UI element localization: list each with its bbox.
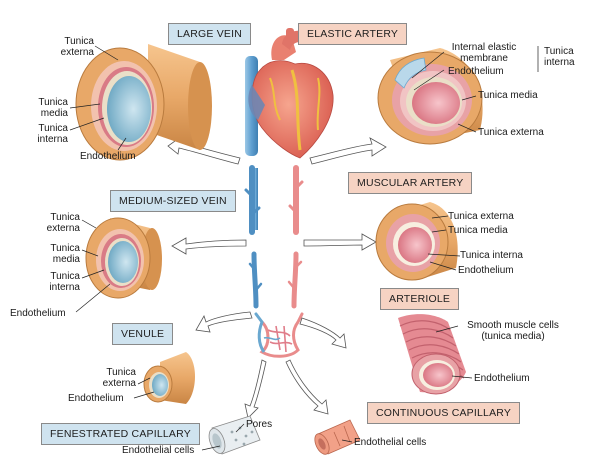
title-muscular-artery: MUSCULAR ARTERY (348, 172, 472, 194)
heart-illustration (245, 26, 333, 158)
arrow-to-muscular-artery (304, 234, 376, 250)
title-medium-sized-vein: MEDIUM-SIZED VEIN (110, 190, 236, 212)
label-ma-endothelium: Endothelium (458, 265, 514, 276)
label-vn-endothelium: Endothelium (68, 393, 124, 404)
label-cc-endothelial-cells: Endothelial cells (354, 437, 426, 448)
label-ea-tunica-interna: Tunica interna (544, 46, 575, 68)
label-ea-tunica-media: Tunica media (478, 90, 538, 101)
label-fc-endothelial-cells: Endothelial cells (122, 445, 194, 456)
central-artery-segments (289, 168, 302, 306)
title-large-vein: LARGE VEIN (168, 23, 251, 45)
arrow-to-arteriole (300, 318, 346, 348)
title-fenestrated-capillary: FENESTRATED CAPILLARY (41, 423, 200, 445)
large-vein-illustration (76, 44, 212, 160)
label-lv-endothelium: Endothelium (80, 151, 136, 162)
label-ar-smooth-muscle-cells: Smooth muscle cells (tunica media) (458, 320, 568, 342)
label-lv-tunica-interna: Tunica interna (22, 123, 68, 145)
label-lv-tunica-externa: Tunica externa (48, 36, 94, 58)
label-ar-endothelium: Endothelium (474, 373, 530, 384)
central-vein-segments (246, 168, 261, 306)
capillary-bed (256, 314, 302, 356)
title-venule: VENULE (112, 323, 173, 345)
arrow-to-venule (196, 312, 252, 332)
arrow-to-fenestrated-capillary (245, 360, 266, 418)
label-mv-tunica-media: Tunica media (34, 243, 80, 265)
label-mv-endothelium: Endothelium (10, 308, 66, 319)
label-lv-tunica-media: Tunica media (22, 97, 68, 119)
title-elastic-artery: ELASTIC ARTERY (298, 23, 407, 45)
medium-vein-illustration (86, 218, 162, 298)
label-ma-tunica-media: Tunica media (448, 225, 508, 236)
muscular-artery-illustration (376, 202, 458, 280)
label-ea-endothelium: Endothelium (448, 66, 504, 77)
continuous-capillary-illustration (312, 420, 360, 457)
arteriole-illustration (398, 314, 466, 394)
label-mv-tunica-externa: Tunica externa (34, 212, 80, 234)
arrow-to-continuous-capillary (286, 360, 328, 414)
label-vn-tunica-externa: Tunica externa (90, 367, 136, 389)
label-ma-tunica-externa: Tunica externa (448, 211, 514, 222)
venule-illustration (144, 352, 195, 404)
label-mv-tunica-interna: Tunica interna (34, 271, 80, 293)
label-ea-internal-elastic-membrane: Internal elastic membrane (442, 42, 526, 64)
label-ea-tunica-externa: Tunica externa (478, 127, 544, 138)
title-arteriole: ARTERIOLE (380, 288, 459, 310)
arrow-to-elastic-artery (310, 138, 386, 164)
label-ma-tunica-interna: Tunica interna (460, 250, 523, 261)
label-fc-pores: Pores (246, 419, 272, 430)
title-continuous-capillary: CONTINUOUS CAPILLARY (367, 402, 520, 424)
arrow-to-medium-vein (172, 238, 246, 254)
